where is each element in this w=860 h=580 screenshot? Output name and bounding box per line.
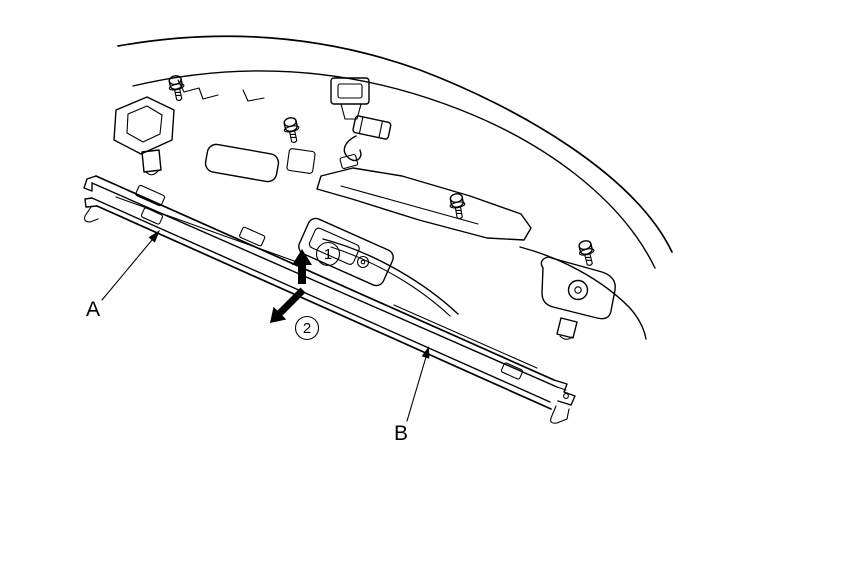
callout-b-arrowhead-icon (421, 346, 430, 359)
strip-center-bracket (298, 217, 459, 317)
strip-clip (239, 226, 266, 247)
callout-a-arrowhead-icon (148, 230, 160, 243)
trim-strip-assembly (83, 175, 576, 424)
step-2-number: 2 (303, 320, 311, 337)
callout-b-leader-line (406, 356, 427, 422)
strip-left-end (83, 175, 99, 223)
panel-notch-left (177, 79, 219, 100)
screw-icon (576, 238, 598, 268)
step-1-up-arrow-icon (292, 249, 312, 284)
strip-tab (500, 362, 524, 380)
step-1-number: 1 (324, 246, 332, 263)
center-cutout (316, 167, 532, 241)
strip-tab (140, 207, 164, 225)
screw-icon (447, 191, 468, 221)
left-mount-bracket (113, 96, 175, 176)
step-2-badge: 2 (294, 315, 320, 341)
screw-icon (166, 73, 188, 103)
callout-b: B (394, 346, 430, 445)
strip-right-end (550, 379, 576, 424)
callout-a-label: A (86, 298, 100, 321)
panel-cutout-small (286, 148, 316, 174)
callout-a-leader-line (101, 239, 153, 301)
panel-notch-mid (242, 89, 265, 102)
step-1-badge: 1 (315, 241, 341, 267)
screw-icon (281, 115, 303, 145)
strip-clip (135, 184, 166, 207)
center-clip (330, 77, 370, 120)
connector-and-wire-icon (339, 115, 392, 170)
step-2-down-arrow-icon (270, 287, 306, 323)
callout-a: A (86, 230, 160, 321)
callout-b-label: B (394, 422, 408, 445)
right-mount-bracket (540, 256, 616, 340)
body-panel-outline (117, 35, 673, 340)
panel-cutout-left (204, 143, 280, 183)
panel-lower-right-edge (519, 246, 647, 340)
